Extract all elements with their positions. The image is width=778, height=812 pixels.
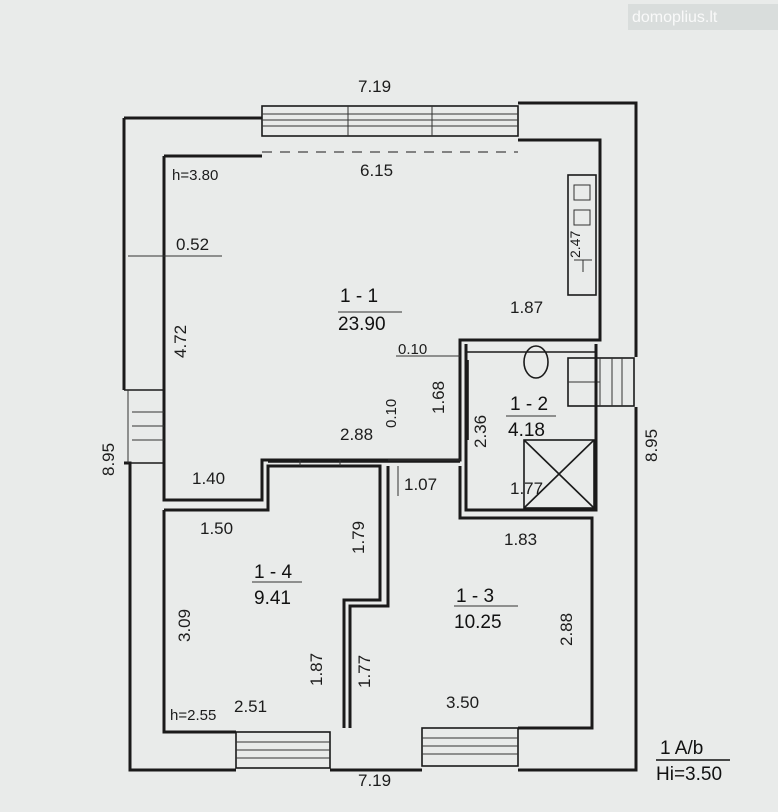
room14-walls [164,464,382,728]
dim-309: 3.09 [175,609,194,642]
dim-179: 1.79 [349,521,368,554]
dim-010-vertical: 0.10 [383,399,400,428]
top-window-glazing [262,106,518,136]
dim-236: 2.36 [471,415,490,448]
height-room14: h=2.55 [170,707,216,724]
bottom-window-left-glazing [236,741,330,759]
stamp-line2: Hi=3.50 [656,764,722,785]
hob-icon [573,184,591,226]
bathroom-walls [464,344,598,512]
dim-wall-thickness: 0.52 [176,235,209,254]
room-11-label: 1 - 1 [340,286,378,307]
dim-room11-width: 6.15 [360,161,393,180]
dim-140: 1.40 [192,469,225,488]
stamp-line1: 1 A/b [660,738,703,759]
stair-treads [568,358,623,406]
room13-walls [458,466,594,730]
dim-107: 1.07 [404,475,437,494]
room-12-area: 4.18 [508,420,545,441]
dim-187-top: 1.87 [510,298,543,317]
bottom-window-right-glazing [422,737,518,755]
dim-288-right: 2.88 [557,613,576,646]
shower-tray [523,439,595,509]
height-main: h=3.80 [172,167,218,184]
shower-icon [523,439,595,509]
room-11-area: 23.90 [338,314,386,335]
outer-wall-top-right [518,101,638,357]
outer-wall-right-lower [518,407,638,772]
dim-010-horizontal: 0.10 [398,341,427,358]
dim-left-height: 8.95 [99,443,118,476]
room-13-label: 1 - 3 [456,586,494,607]
room-13-area: 10.25 [454,612,502,633]
watermark-bg [628,4,778,30]
dim-350: 3.50 [446,693,479,712]
kitchen-counter [567,174,597,296]
toilet-icon [523,345,549,379]
bottom-window-right [421,727,519,767]
room-14-area: 9.41 [254,588,291,609]
room-12-label: 1 - 2 [510,394,548,415]
room-14-label: 1 - 4 [254,562,292,583]
dim-right-height: 8.95 [642,429,661,462]
dim-177-lower: 1.77 [355,655,374,688]
dim-177-shower: 1.77 [510,479,543,498]
watermark: domoplius.lt [632,9,718,26]
doorway-marks [299,459,460,466]
dim-top-width: 7.19 [358,77,391,96]
left-window [127,390,164,463]
dim-room11-height: 4.72 [171,325,190,358]
dim-bottom-width: 7.19 [358,771,391,790]
dim-288-mid: 2.88 [340,425,373,444]
dim-187-lower: 1.87 [307,653,326,686]
partition-14-13 [348,466,390,728]
dim-168: 1.68 [429,381,448,414]
dim-150: 1.50 [200,519,233,538]
dim-183: 1.83 [504,530,537,549]
room14-left-wall [162,510,236,734]
dim-kitchen: 2.47 [567,231,583,258]
dim-251: 2.51 [234,697,267,716]
sink-icon [574,259,592,272]
top-window [261,105,519,137]
